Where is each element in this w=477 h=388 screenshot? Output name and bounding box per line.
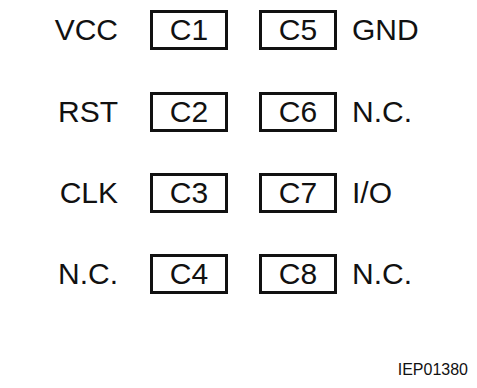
contact-box: C7 xyxy=(259,173,337,213)
signal-name: RST xyxy=(58,97,118,127)
signal-name: I/O xyxy=(352,178,392,208)
contact-number: C3 xyxy=(170,178,208,208)
figure-code: IEP01380 xyxy=(398,362,468,378)
contact-number: C7 xyxy=(279,178,317,208)
contact-number: C4 xyxy=(170,259,208,289)
contact-box: C2 xyxy=(150,92,228,132)
contact-number: C1 xyxy=(170,15,208,45)
contact-number: C6 xyxy=(279,97,317,127)
signal-name: CLK xyxy=(60,178,118,208)
contact-number: C2 xyxy=(170,97,208,127)
signal-name: GND xyxy=(352,15,419,45)
contact-box: C4 xyxy=(150,254,228,294)
signal-name: VCC xyxy=(55,15,118,45)
contact-box: C5 xyxy=(259,10,337,50)
contact-box: C6 xyxy=(259,92,337,132)
signal-name: N.C. xyxy=(352,259,412,289)
contact-box: C1 xyxy=(150,10,228,50)
contact-box: C8 xyxy=(259,254,337,294)
signal-name: N.C. xyxy=(352,97,412,127)
contact-box: C3 xyxy=(150,173,228,213)
signal-name: N.C. xyxy=(58,259,118,289)
contact-number: C5 xyxy=(279,15,317,45)
contact-number: C8 xyxy=(279,259,317,289)
